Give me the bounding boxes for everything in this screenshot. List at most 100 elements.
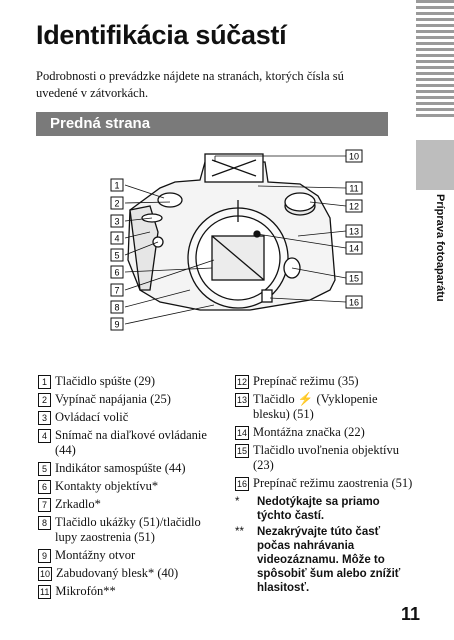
callout-12-label: 12 [349, 202, 359, 212]
list-item: 9 Montážny otvor [38, 548, 213, 563]
item-text: Montážna značka (22) [253, 425, 365, 439]
item-text: Montážny otvor [55, 548, 136, 562]
chapter-tab: Príprava fotoaparátu [416, 140, 454, 302]
chapter-tab-label: Príprava fotoaparátu [434, 194, 446, 302]
callouts-right: 10 11 12 13 14 15 16 [345, 149, 363, 309]
item-text: Prepínač režimu (35) [253, 374, 359, 388]
list-item: 6 Kontakty objektívu* [38, 479, 213, 494]
note-mark: * [235, 496, 240, 508]
item-text: Indikátor samospúšte (44) [55, 461, 186, 475]
callout-11-label: 11 [349, 184, 358, 194]
item-number: 11 [38, 585, 52, 599]
item-text: Tlačidlo uvoľnenia objektívu (23) [253, 443, 400, 472]
item-text: Mikrofón** [55, 584, 116, 598]
item-text: Zrkadlo* [55, 497, 101, 511]
callout-1 [110, 178, 124, 192]
item-number: 16 [235, 477, 250, 491]
item-number: 4 [38, 429, 51, 443]
list-item: 1 Tlačidlo spúšte (29) [38, 374, 213, 389]
camera-illustration [127, 153, 336, 311]
item-number: 5 [38, 462, 51, 476]
notes: * Nedotýkajte sa priamo týchto častí. ** N… [235, 495, 415, 595]
list-item: 8 Tlačidlo ukážky (51)/tlačidlo lupy zaos… [38, 515, 213, 545]
edge-stripes [416, 0, 454, 120]
list-item: 5 Indikátor samospúšte (44) [38, 461, 213, 476]
callout-2 [110, 196, 124, 210]
list-item: 4 Snímač na diaľkové ovládanie (44) [38, 428, 213, 458]
item-number: 8 [38, 516, 51, 530]
camera-front-diagram: 1 2 3 4 5 6 7 8 9 10 11 12 13 14 15 16 [110, 149, 363, 331]
list-item: 7 Zrkadlo* [38, 497, 213, 512]
note-text: Nedotýkajte sa priamo týchto častí. [257, 496, 380, 522]
callout-4-label: 4 [114, 234, 119, 244]
callout-13 [345, 224, 363, 238]
item-number: 6 [38, 480, 51, 494]
item-number: 7 [38, 498, 51, 512]
item-text: Tlačidlo ⚡ (Vyklopenie blesku) (51) [253, 392, 378, 421]
item-number: 12 [235, 375, 250, 389]
callout-9 [110, 317, 124, 331]
callout-3 [110, 214, 124, 228]
item-number: 1 [38, 375, 51, 389]
item-number: 2 [38, 393, 51, 407]
item-number: 14 [235, 426, 250, 440]
callout-5 [110, 248, 124, 262]
callout-6-label: 6 [114, 268, 119, 278]
callout-4 [110, 231, 124, 245]
item-number: 3 [38, 411, 51, 425]
callout-16-label: 16 [349, 298, 359, 308]
parts-list-left: 1 Tlačidlo spúšte (29) 2 Vypínač napájania… [38, 374, 213, 602]
callout-15 [345, 271, 363, 285]
item-text: Zabudovaný blesk* (40) [56, 566, 179, 580]
callout-2-label: 2 [114, 199, 119, 209]
item-text: Kontakty objektívu* [55, 479, 159, 493]
item-text: Vypínač napájania (25) [55, 392, 171, 406]
item-text: Snímač na diaľkové ovládanie (44) [55, 428, 207, 457]
callout-15-label: 15 [349, 274, 359, 284]
item-text: Tlačidlo ukážky (51)/tlačidlo lupy zaost… [55, 515, 201, 544]
item-number: 9 [38, 549, 51, 563]
callout-10-label: 10 [349, 152, 359, 162]
page-number: 11 [400, 604, 420, 624]
note-mark: ** [235, 526, 244, 538]
callout-8 [110, 300, 124, 314]
callout-11 [345, 181, 363, 195]
callout-16 [345, 295, 363, 309]
callout-7 [110, 283, 124, 297]
callout-14 [345, 241, 363, 255]
callouts-left: 1 2 3 4 5 6 7 8 9 [110, 178, 124, 331]
callout-10 [345, 149, 363, 163]
list-item: 2 Vypínač napájania (25) [38, 392, 213, 407]
callout-9-label: 9 [114, 320, 119, 330]
callout-1-label: 1 [114, 181, 119, 191]
note-item: ** Nezakrývajte túto časť počas nahrávani… [235, 525, 415, 595]
page-title: Identifikácia súčastí [36, 20, 287, 50]
section-header: Predná strana [36, 112, 388, 136]
callout-7-label: 7 [114, 286, 119, 296]
intro-text: Podrobnosti o prevádzke nájdete na stran… [36, 69, 344, 100]
list-item: 3 Ovládací volič [38, 410, 213, 425]
note-text: Nezakrývajte túto časť počas nahrávania … [257, 526, 401, 594]
item-text: Ovládací volič [55, 410, 129, 424]
callout-12 [345, 199, 363, 213]
note-item: * Nedotýkajte sa priamo týchto častí. [235, 495, 415, 523]
callout-8-label: 8 [114, 303, 119, 313]
item-text: Prepínač režimu zaostrenia (51) [253, 476, 413, 490]
item-number: 13 [235, 393, 250, 407]
callout-5-label: 5 [114, 251, 119, 261]
callout-leaders [124, 155, 347, 325]
item-text: Tlačidlo spúšte (29) [55, 374, 155, 388]
callout-13-label: 13 [349, 227, 359, 237]
callout-6 [110, 265, 124, 279]
item-number: 15 [235, 444, 250, 458]
callout-3-label: 3 [114, 217, 119, 227]
section-title: Predná strana [50, 115, 151, 132]
